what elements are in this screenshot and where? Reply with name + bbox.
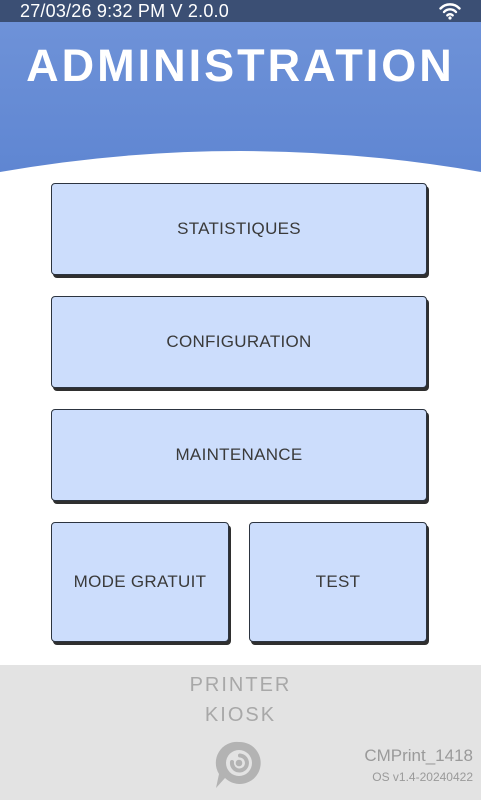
- header-banner: [0, 22, 481, 177]
- brand-name-line-1: PRINTER: [189, 674, 292, 696]
- test-button[interactable]: TEST: [249, 522, 427, 642]
- printer-kiosk-logo-icon: [215, 741, 261, 788]
- footer: PRINTER KIOSK CMPrint_1418 OS v1.4-20240…: [0, 665, 481, 800]
- header-curve-shape: [0, 22, 481, 172]
- free-mode-button[interactable]: MODE GRATUIT: [51, 522, 229, 642]
- page-title: ADMINISTRATION: [26, 40, 455, 91]
- status-datetime-version: 27/03/26 9:32 PM V 2.0.0: [20, 1, 229, 21]
- wifi-icon: [439, 3, 461, 20]
- statistics-button[interactable]: STATISTIQUES: [51, 183, 427, 275]
- brand-name-line-2: KIOSK: [204, 704, 277, 726]
- os-version: OS v1.4-20240422: [372, 770, 473, 784]
- device-name: CMPrint_1418: [364, 746, 473, 765]
- status-bar: 27/03/26 9:32 PM V 2.0.0: [0, 0, 481, 22]
- maintenance-button[interactable]: MAINTENANCE: [51, 409, 427, 501]
- configuration-button[interactable]: CONFIGURATION: [51, 296, 427, 388]
